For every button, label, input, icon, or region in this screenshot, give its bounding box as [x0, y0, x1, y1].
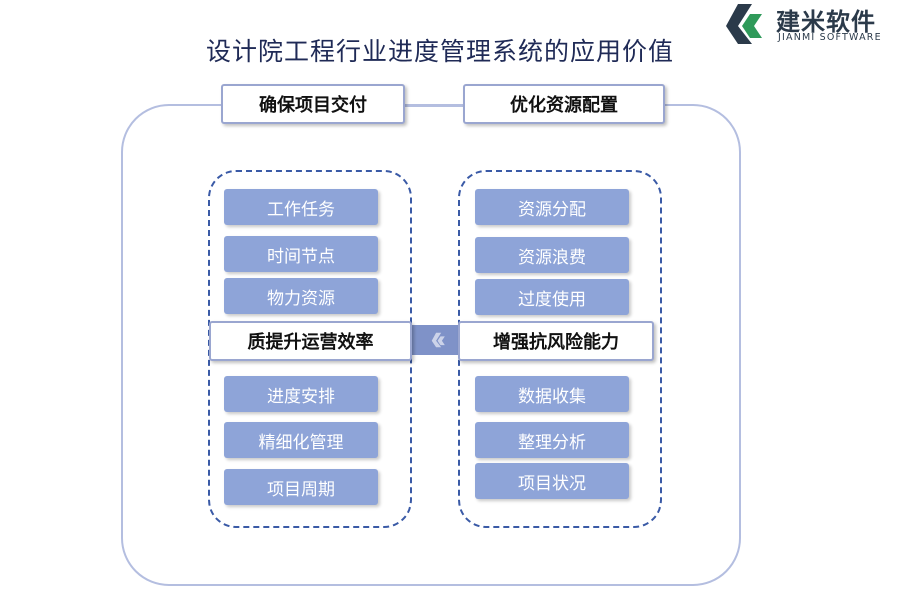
page-title: 设计院工程行业进度管理系统的应用价值	[205, 37, 674, 66]
jianmi-logo-icon	[726, 4, 762, 44]
watermark-logo-icon	[431, 332, 445, 348]
middle-bridge	[411, 325, 459, 355]
right-item-resource-waste: 资源浪费	[475, 237, 629, 273]
left-item-schedule: 进度安排	[224, 376, 378, 412]
left-item-work-tasks: 工作任务	[224, 189, 378, 225]
header-optimize-resources: 优化资源配置	[463, 84, 665, 124]
right-item-data-collection: 数据收集	[475, 376, 629, 412]
logo-subtitle: JIANMI SOFTWARE	[778, 32, 882, 43]
left-item-time-nodes: 时间节点	[224, 236, 378, 272]
label-risk-resistance: 增强抗风险能力	[458, 321, 654, 361]
left-item-refined-management: 精细化管理	[224, 422, 378, 458]
left-item-project-cycle: 项目周期	[224, 469, 378, 505]
brand-logo: 建米软件 JIANMI SOFTWARE	[718, 0, 900, 50]
right-item-analysis: 整理分析	[475, 422, 629, 458]
right-item-overuse: 过度使用	[475, 279, 629, 315]
header-ensure-delivery: 确保项目交付	[221, 84, 405, 124]
logo-name: 建米软件	[776, 8, 876, 36]
right-item-resource-allocation: 资源分配	[475, 189, 629, 225]
label-improve-efficiency: 质提升运营效率	[209, 321, 412, 361]
right-item-project-status: 项目状况	[475, 463, 629, 499]
header-connector	[404, 104, 464, 107]
left-item-material-resources: 物力资源	[224, 278, 378, 314]
